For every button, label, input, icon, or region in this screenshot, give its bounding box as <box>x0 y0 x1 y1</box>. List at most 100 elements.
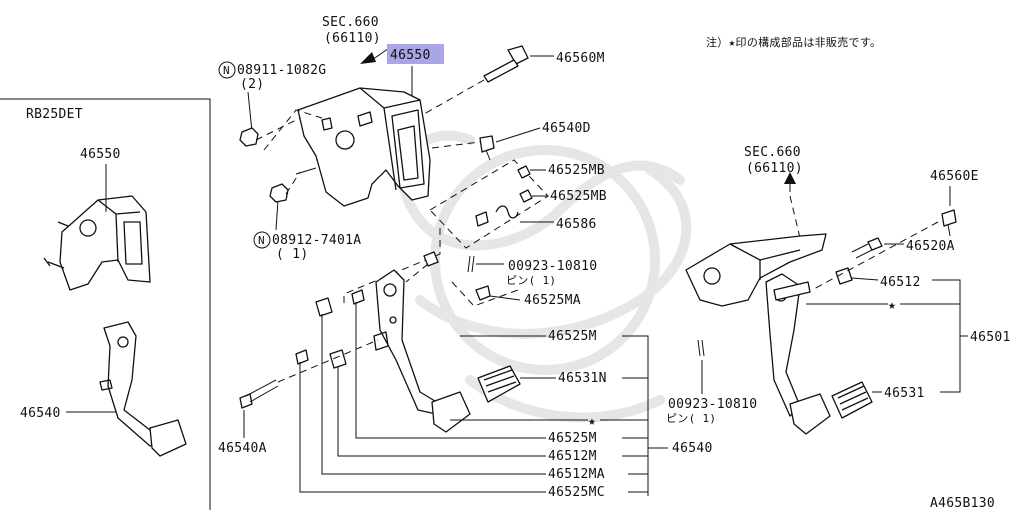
label-08912: 08912-7401A <box>272 233 361 248</box>
leader-46525MA <box>489 295 521 301</box>
leader-46512M <box>337 366 546 457</box>
label-00923-right: 00923-10810 <box>668 397 757 412</box>
inset-frame <box>0 98 211 510</box>
leader-08912 <box>275 199 279 231</box>
highlight-46550 <box>387 44 444 64</box>
inset-pedal-drawing <box>99 321 187 457</box>
sec-ref-left: (66110) <box>324 31 381 46</box>
dash-46540D <box>431 141 481 149</box>
inset-label-46540: 46540 <box>20 406 61 421</box>
sec-660-left: SEC.660 <box>322 15 379 30</box>
drawing-code: A465B130 <box>930 496 995 510</box>
inset-label-46550: 46550 <box>80 147 121 162</box>
part-46560E <box>941 209 957 227</box>
bush-top-pedal <box>423 251 439 267</box>
leader-46540D <box>495 127 541 143</box>
arrow-head-right <box>784 172 796 184</box>
bush-46525MC <box>295 349 309 365</box>
arrow-head-left <box>360 52 376 64</box>
bush-46525MB-1 <box>517 165 531 179</box>
label-00923-left-sub: ピン( 1) <box>506 274 556 287</box>
leader-08911 <box>247 91 253 133</box>
label-46525M-2: 46525M <box>548 431 597 446</box>
label-46540A: 46540A <box>218 441 267 456</box>
star-right: ★ <box>888 298 896 313</box>
bolt-46560M <box>483 45 529 83</box>
label-46540D: 46540D <box>542 121 591 136</box>
dash-46525MA <box>451 281 519 307</box>
bush-46512 <box>835 267 853 285</box>
label-08911: 08911-1082G <box>237 63 326 78</box>
leader-46525MC <box>299 362 546 493</box>
label-46531N: 46531N <box>558 371 607 386</box>
label-46525MA: 46525MA <box>524 293 581 308</box>
label-46512: 46512 <box>880 275 921 290</box>
nut-symbol-2 <box>253 231 271 249</box>
label-46525MB-1: 46525MB <box>548 163 605 178</box>
clip-46525MA <box>475 285 491 301</box>
note-text: 注）★印の構成部品は非販売です。 <box>706 35 881 49</box>
pedal-pad-46531N <box>477 365 521 403</box>
bush-46512M <box>329 349 347 369</box>
inset-bracket-drawing <box>43 195 151 291</box>
sec-660-right: SEC.660 <box>744 145 801 160</box>
pin-left <box>467 255 475 273</box>
bolt-shaft-46520A <box>851 243 873 259</box>
bolt-shaft-46540A <box>245 379 279 403</box>
dash-bush-pedal <box>405 263 429 283</box>
bolt-head-46540A <box>239 393 253 409</box>
label-46525MB-2: 46525MB <box>550 189 607 204</box>
dash-c <box>263 109 323 151</box>
nut-08912 <box>269 183 289 203</box>
label-46520A: 46520A <box>906 239 955 254</box>
label-46512MA: 46512MA <box>548 467 605 482</box>
bracket-46540 <box>622 335 649 496</box>
dash-a <box>255 117 301 141</box>
part-46540D <box>479 135 495 153</box>
label-46501: 46501 <box>970 330 1011 345</box>
label-46550-main: 46550 <box>390 48 431 63</box>
bush-46525MB-2 <box>519 189 533 203</box>
pin-right <box>697 339 705 357</box>
pedal-pad-46531 <box>831 381 873 419</box>
nut-08911 <box>239 127 259 147</box>
bush-small <box>475 211 489 227</box>
n-mark-2: N <box>258 234 265 247</box>
label-46540: 46540 <box>672 441 713 456</box>
dash-b <box>285 171 301 195</box>
label-00923-right-sub: ピン( 1) <box>666 412 716 425</box>
n-mark-1: N <box>223 64 230 77</box>
label-08912-qty: ( 1) <box>276 247 309 262</box>
label-08911-qty: (2) <box>240 77 264 92</box>
part-46560E-shaft <box>947 223 951 237</box>
spring-46586 <box>495 205 519 219</box>
part-46540D-shaft <box>485 149 491 161</box>
label-46531: 46531 <box>884 386 925 401</box>
label-46560M: 46560M <box>556 51 605 66</box>
star-mid: ★ <box>588 414 596 429</box>
leader-46525M-2 <box>355 302 546 439</box>
bush-46512MA <box>315 297 333 317</box>
dash-bolt-top <box>423 79 485 115</box>
leader-46512MA <box>321 314 546 475</box>
leader-46512 <box>851 277 879 281</box>
inset-engine-label: RB25DET <box>26 107 83 122</box>
label-00923-left: 00923-10810 <box>508 259 597 274</box>
label-46512M: 46512M <box>548 449 597 464</box>
label-46525M-1: 46525M <box>548 329 597 344</box>
dash-46540A <box>277 339 379 383</box>
nut-symbol-1 <box>218 61 236 79</box>
label-46560E: 46560E <box>930 169 979 184</box>
bush-46525M-2 <box>351 289 365 305</box>
label-46586: 46586 <box>556 217 597 232</box>
bolt-head-46520A <box>867 237 883 251</box>
dash-sec-right <box>789 195 801 239</box>
label-46525MC: 46525MC <box>548 485 605 500</box>
bracket-46501 <box>932 279 961 393</box>
right-assembly-drawing <box>685 233 831 435</box>
sec-ref-right: (66110) <box>746 161 803 176</box>
main-bracket-drawing <box>297 87 431 207</box>
main-pedal-drawing <box>373 269 471 433</box>
